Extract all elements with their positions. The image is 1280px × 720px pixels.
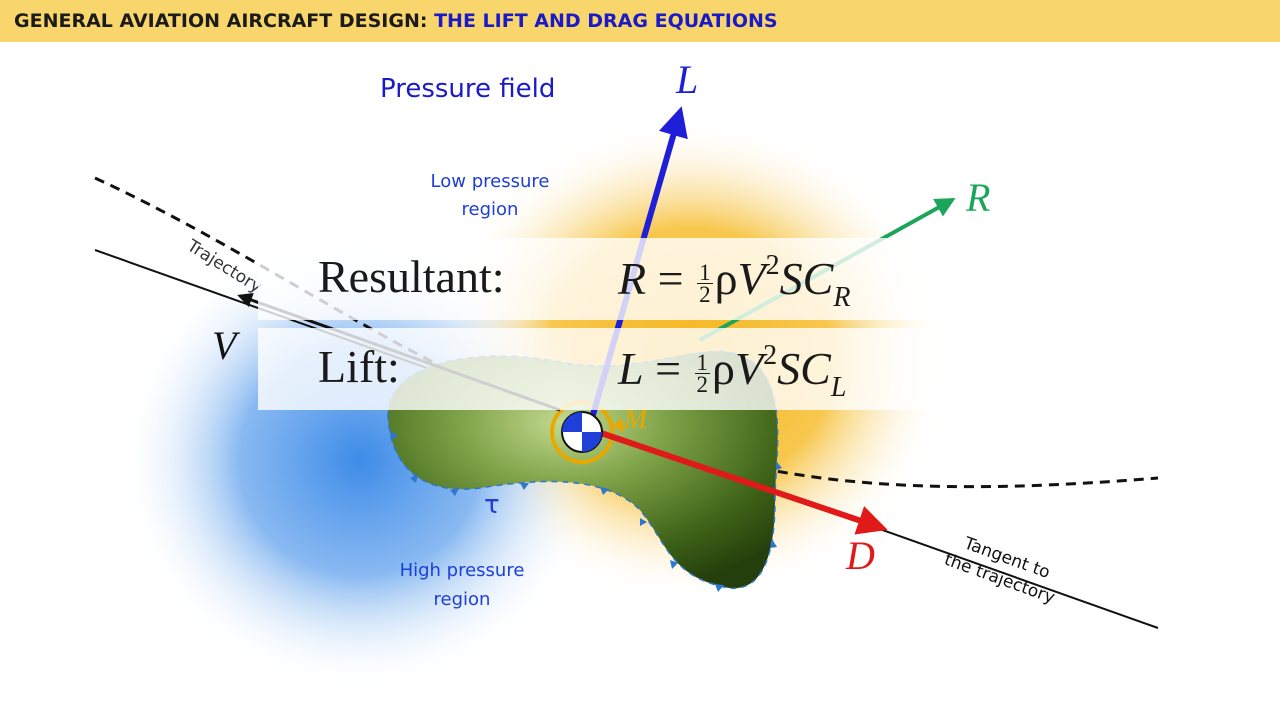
velocity-vector-label: V bbox=[212, 323, 237, 368]
resultant-area: S bbox=[779, 253, 803, 304]
high-pressure-label: High pressure region bbox=[390, 556, 534, 614]
low-pressure-line-2: region bbox=[461, 199, 519, 220]
drag-vector-label: D bbox=[846, 533, 875, 578]
drag-arrow bbox=[597, 429, 888, 535]
slide-header: GENERAL AVIATION AIRCRAFT DESIGN: THE LI… bbox=[0, 0, 1280, 42]
lift-velocity: V bbox=[735, 343, 764, 394]
header-title: THE LIFT AND DRAG EQUATIONS bbox=[434, 10, 778, 32]
resultant-rho: ρ bbox=[714, 253, 738, 304]
lift-coefficient: C bbox=[800, 343, 831, 394]
resultant-equals: = bbox=[657, 253, 684, 304]
shear-stress-label: τ bbox=[484, 490, 500, 520]
resultant-equation-name: Resultant: bbox=[318, 251, 505, 302]
lift-equals: = bbox=[655, 343, 682, 394]
resultant-coefficient-subscript: R bbox=[833, 282, 851, 313]
resultant-exponent: 2 bbox=[765, 250, 780, 281]
cg-symbol bbox=[561, 411, 603, 453]
resultant-half-numerator: 1 bbox=[697, 259, 713, 285]
resultant-vector-label: R bbox=[966, 175, 991, 220]
lift-equation-band bbox=[258, 328, 940, 410]
moment-vector-label: M bbox=[624, 404, 648, 435]
resultant-equation-band bbox=[258, 238, 940, 320]
lift-rho: ρ bbox=[712, 343, 736, 394]
low-pressure-line-1: Low pressure bbox=[430, 171, 550, 192]
lift-exponent: 2 bbox=[763, 340, 778, 371]
resultant-velocity: V bbox=[737, 253, 766, 304]
resultant-half-denominator: 2 bbox=[699, 281, 711, 307]
resultant-coefficient: C bbox=[802, 253, 834, 304]
resultant-lhs: R bbox=[618, 253, 647, 304]
high-pressure-line-1: High pressure bbox=[399, 560, 525, 581]
lift-coefficient-subscript: L bbox=[830, 372, 847, 403]
lift-half-numerator: 1 bbox=[694, 349, 711, 375]
shear-stress-markers bbox=[390, 431, 782, 592]
lift-area: S bbox=[777, 343, 801, 394]
lift-lhs: L bbox=[618, 343, 644, 394]
moment-arrow bbox=[612, 418, 624, 432]
header-prefix: GENERAL AVIATION AIRCRAFT DESIGN: bbox=[14, 10, 428, 32]
lift-half-denominator: 2 bbox=[696, 371, 709, 397]
lift-vector-label: L bbox=[676, 57, 699, 102]
high-pressure-line-2: region bbox=[433, 589, 491, 610]
lift-equation-name: Lift: bbox=[318, 341, 400, 392]
pressure-field-label: Pressure field bbox=[380, 74, 556, 104]
low-pressure-label: Low pressure region bbox=[420, 168, 560, 224]
diagram-stage: Pressure field Low pressure region High … bbox=[0, 42, 1280, 720]
